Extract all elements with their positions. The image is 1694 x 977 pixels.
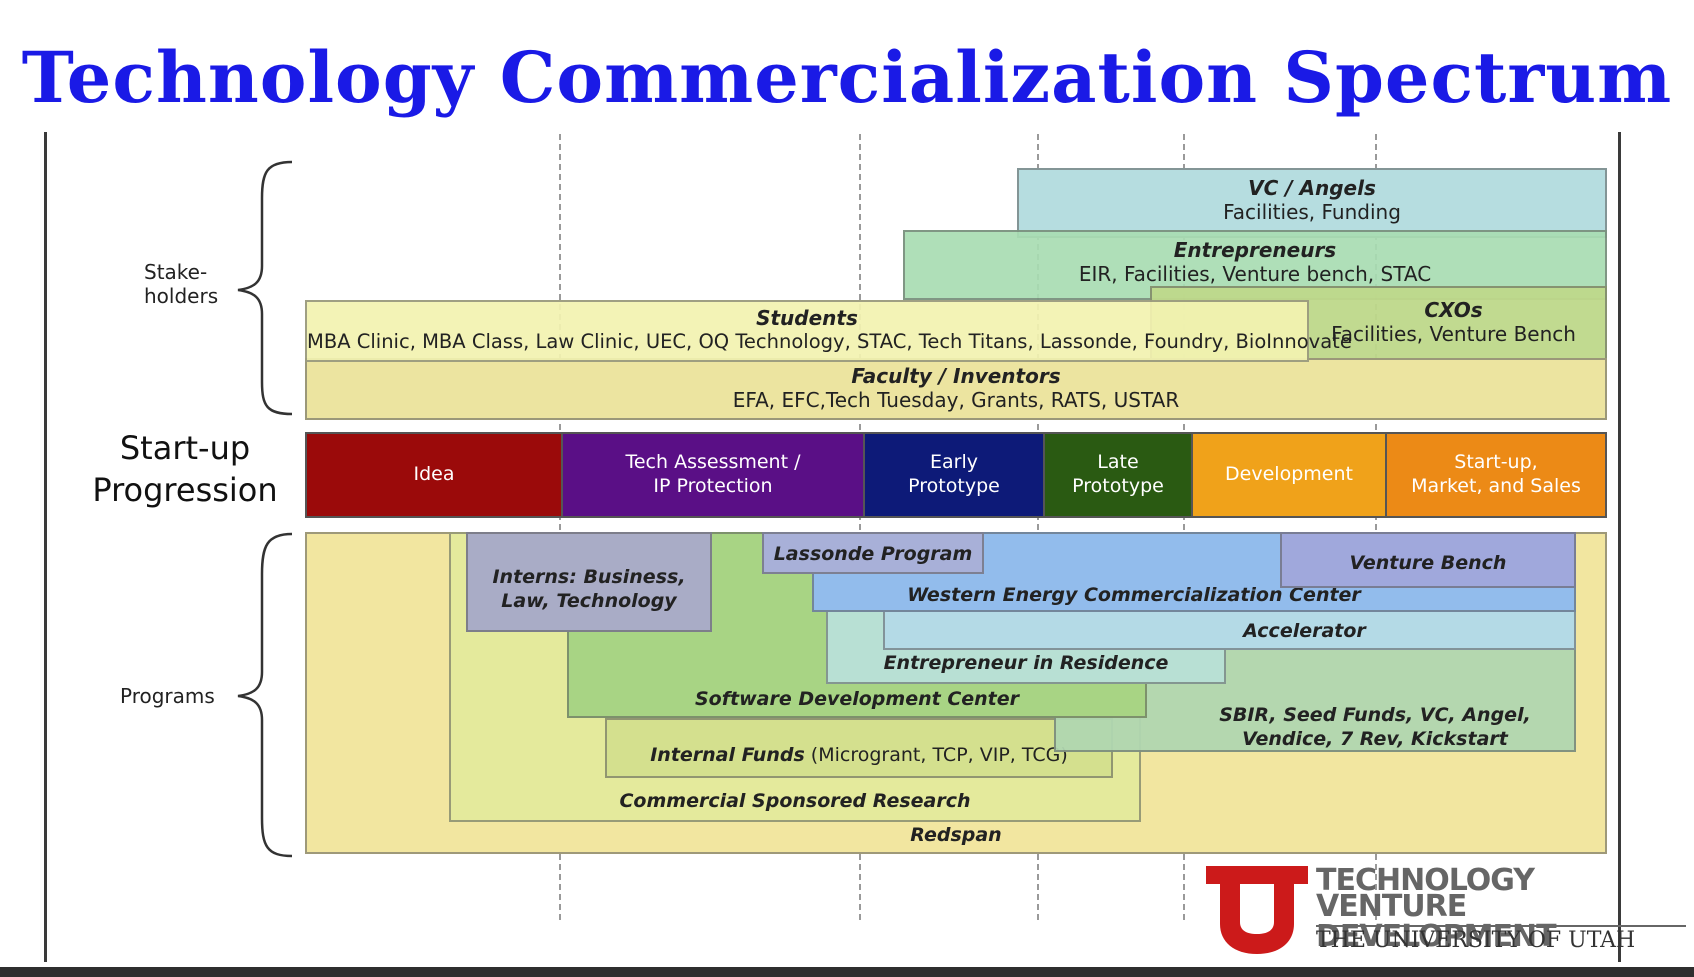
internal-funds-label: Internal Funds — [650, 744, 805, 767]
logo-line-university: THE UNIVERSITY OF UTAH — [1316, 928, 1636, 953]
stage-bar: Idea Tech Assessment / IP Protection Ear… — [305, 432, 1607, 518]
redspan-label: Redspan — [910, 824, 1002, 847]
faculty-detail: EFA, EFC,Tech Tuesday, Grants, RATS, UST… — [732, 388, 1180, 412]
vc-angels-title: VC / Angels — [1248, 176, 1376, 200]
students-detail: MBA Clinic, MBA Class, Law Clinic, UEC, … — [307, 330, 1352, 353]
stakeholders-brace — [237, 160, 293, 416]
stage-late-prototype: Late Prototype — [1045, 434, 1193, 516]
stage-tech-assessment: Tech Assessment / IP Protection — [563, 434, 865, 516]
internal-funds-detail: (Microgrant, TCP, VIP, TCG) — [804, 744, 1068, 767]
stage-startup-market-sales: Start-up, Market, and Sales — [1387, 434, 1605, 516]
bottom-bar — [0, 967, 1694, 977]
faculty-box: Faculty / Inventors EFA, EFC,Tech Tuesda… — [305, 358, 1607, 420]
left-frame-line — [44, 132, 47, 962]
faculty-title: Faculty / Inventors — [851, 364, 1061, 388]
progression-label: Start-up Progression — [92, 429, 278, 509]
programs-label: Programs — [120, 684, 215, 708]
cxos-title: CXOs — [1424, 298, 1483, 322]
venture-bench-box: Venture Bench — [1280, 532, 1576, 588]
entrepreneurs-detail: EIR, Facilities, Venture bench, STAC — [1078, 262, 1432, 286]
stage-divider — [1183, 134, 1185, 920]
software-development-center-label: Software Development Center — [694, 688, 1020, 711]
accelerator-label: Accelerator — [1243, 620, 1366, 643]
commercial-sponsored-research-label: Commercial Sponsored Research — [619, 790, 971, 813]
stage-divider — [559, 134, 561, 920]
stage-early-prototype: Early Prototype — [865, 434, 1045, 516]
interns-box: Interns: Business, Law, Technology — [466, 532, 712, 632]
sbir-label: SBIR, Seed Funds, VC, Angel, Vendice, 7 … — [1219, 704, 1531, 750]
lassonde-program-box: Lassonde Program — [762, 532, 984, 574]
stage-idea: Idea — [307, 434, 563, 516]
venture-bench-label: Venture Bench — [1349, 552, 1507, 574]
page-title: Technology Commercialization Spectrum — [21, 36, 1673, 119]
entrepreneurs-title: Entrepreneurs — [1173, 238, 1337, 262]
cxos-detail: Facilities, Venture Bench — [1331, 322, 1576, 346]
internal-funds-box: Internal Funds (Microgrant, TCP, VIP, TC… — [605, 718, 1113, 778]
lassonde-program-label: Lassonde Program — [773, 543, 973, 565]
university-u-logo — [1206, 866, 1308, 954]
logo-line-technology: TECHNOLOGY — [1316, 863, 1535, 898]
students-title: Students — [756, 306, 858, 330]
vc-angels-detail: Facilities, Funding — [1223, 200, 1401, 224]
logo-divider — [1316, 925, 1686, 927]
stage-divider — [1037, 134, 1039, 920]
stakeholders-label: Stake- holders — [144, 260, 219, 308]
wecc-label: Western Energy Commercialization Center — [907, 584, 1361, 606]
stage-divider — [859, 134, 861, 920]
stage-development: Development — [1193, 434, 1387, 516]
programs-brace — [237, 532, 293, 858]
entrepreneur-in-residence-label: Entrepreneur in Residence — [883, 652, 1169, 675]
students-box: Students MBA Clinic, MBA Class, Law Clin… — [305, 300, 1352, 362]
stage-divider — [1375, 134, 1377, 920]
interns-label: Interns: Business, Law, Technology — [492, 566, 686, 612]
vc-angels-box: VC / Angels Facilities, Funding — [1017, 168, 1607, 238]
right-frame-line — [1618, 132, 1621, 962]
